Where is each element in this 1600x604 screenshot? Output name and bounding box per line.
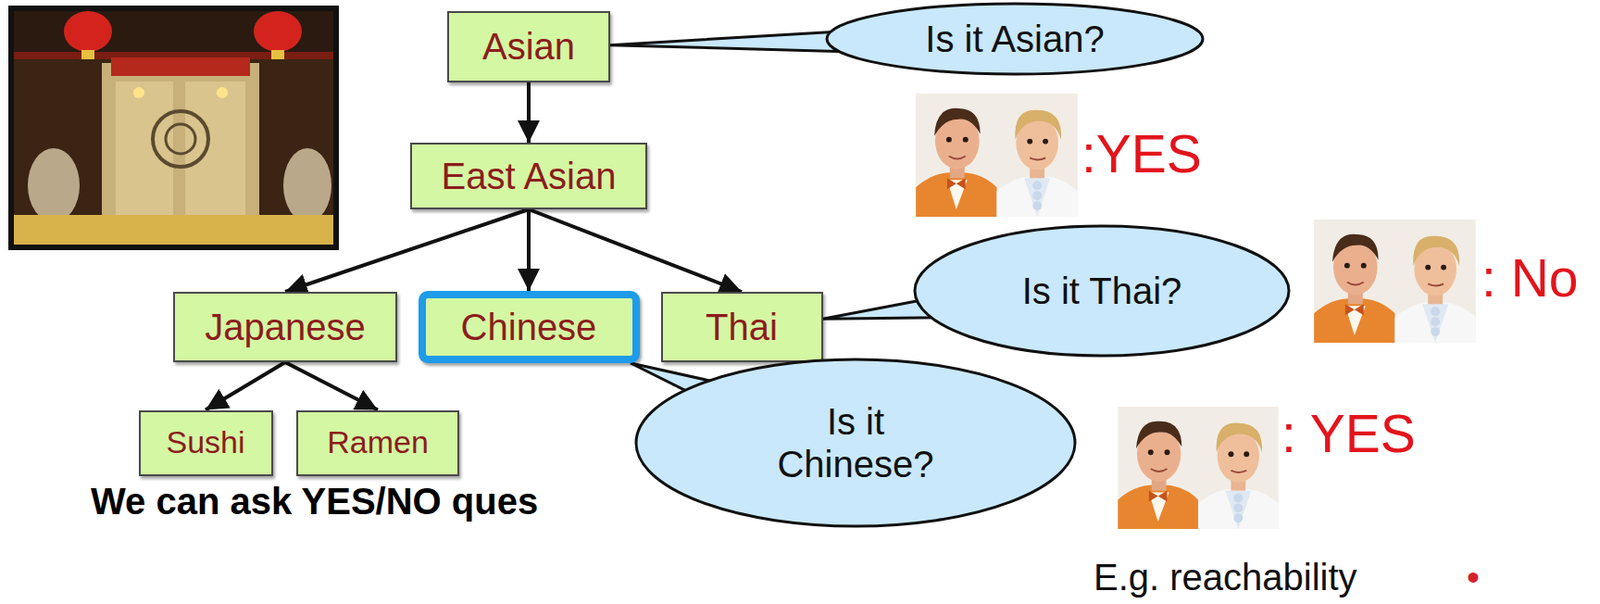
category-box: Japanese [173, 291, 398, 363]
answer-label: : YES [1281, 403, 1416, 465]
restaurant-photo [13, 11, 334, 245]
box-label: East Asian [440, 154, 616, 198]
restaurant-photo [152, 111, 209, 167]
restaurant-photo [185, 81, 246, 228]
restaurant-photo [101, 62, 260, 230]
restaurant-photo [253, 11, 302, 52]
tree-arrow [526, 82, 531, 144]
restaurant-photo [216, 87, 228, 99]
restaurant-photo [8, 5, 339, 250]
faces-photo [915, 93, 1078, 217]
note-text: E.g. reachability [1093, 555, 1358, 599]
tree-arrow [526, 209, 531, 291]
bubble-ellipse [914, 225, 1289, 356]
restaurant-photo [111, 57, 250, 76]
speech-bubble: Is it Thai? [912, 224, 1291, 358]
bubble-text: Is it Thai? [1022, 269, 1183, 313]
faces-photo [1117, 406, 1278, 529]
box-label: Asian [482, 25, 575, 68]
category-box: Asian [447, 11, 611, 83]
bubble-text: Is it Chinese? [753, 400, 958, 486]
tree-arrow [285, 209, 529, 292]
bubble-ellipse [826, 3, 1203, 75]
restaurant-photo [63, 11, 113, 52]
answer-label: : No [1481, 248, 1579, 310]
faces-photo [1313, 219, 1476, 343]
category-box: Thai [661, 291, 824, 363]
tree-arrow [528, 209, 742, 292]
restaurant-photo [81, 50, 95, 60]
selected-box: Chinese [418, 290, 640, 363]
bubble-tail [610, 31, 845, 52]
note-text: We can ask YES/NO ques [90, 479, 538, 523]
bubble-ellipse [636, 359, 1075, 526]
speech-bubble: Is it Asian? [825, 1, 1205, 76]
bullet-mark: • [1466, 555, 1480, 599]
restaurant-photo [27, 148, 80, 223]
answer-label: :YES [1081, 124, 1202, 186]
bubble-outline [634, 357, 1077, 528]
box-label: Japanese [204, 305, 365, 349]
category-box: East Asian [410, 142, 648, 210]
tree-arrow [285, 362, 378, 411]
restaurant-photo [8, 5, 339, 250]
box-label: Chinese [461, 305, 598, 349]
bubble-text: Is it Asian? [925, 17, 1104, 61]
speech-bubble: Is it Chinese? [634, 357, 1077, 528]
box-label: Sushi [165, 424, 245, 461]
category-box: Sushi [138, 410, 274, 476]
restaurant-photo [115, 81, 174, 228]
restaurant-photo [13, 214, 334, 245]
restaurant-photo [271, 50, 285, 60]
category-box: Ramen [296, 410, 460, 476]
box-label: Thai [705, 305, 778, 349]
box-label: Ramen [326, 424, 429, 461]
restaurant-photo [165, 124, 196, 154]
restaurant-photo [283, 148, 332, 223]
restaurant-photo [133, 87, 145, 99]
tree-arrow [205, 362, 286, 411]
restaurant-photo [13, 11, 334, 56]
